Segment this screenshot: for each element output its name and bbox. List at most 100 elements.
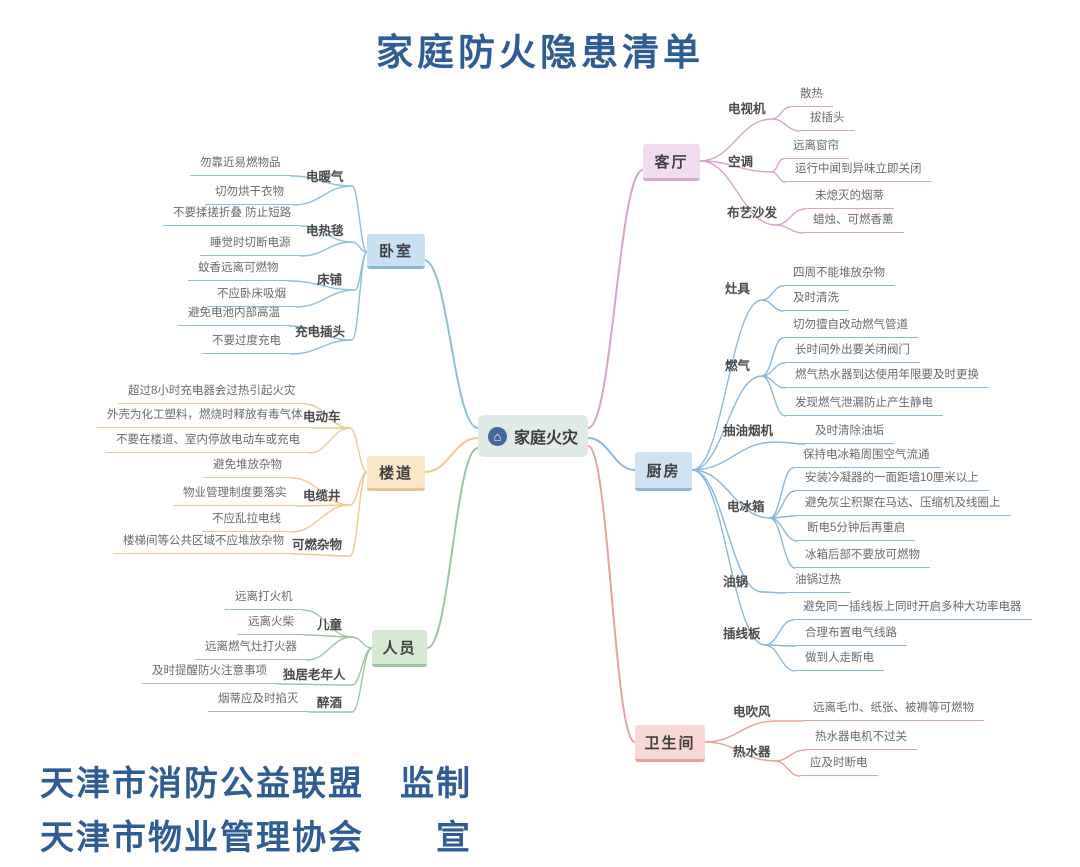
connector-line xyxy=(691,441,776,471)
tip-text: 未熄灭的烟蒂 xyxy=(805,189,894,209)
tip-text: 不要揉搓折叠 防止短路 xyxy=(163,206,302,226)
footer-line-2: 天津市物业管理协会 宣 xyxy=(40,820,472,857)
connector-line xyxy=(699,160,777,226)
connector-line xyxy=(764,644,796,672)
connector-line xyxy=(771,171,786,183)
sub-label: 燃气 xyxy=(725,359,751,373)
sub-label: 可燃杂物 xyxy=(292,538,343,552)
connector-line xyxy=(691,469,771,519)
connector-line xyxy=(290,175,353,187)
tip-text: 四周不能堆放杂物 xyxy=(783,266,895,286)
connector-line xyxy=(691,469,763,593)
tip-text: 发现燃气泄漏防止产生静电 xyxy=(785,396,943,416)
connector-line xyxy=(761,285,784,301)
connector-line xyxy=(769,467,794,519)
tip-text: 冰箱后部不要放可燃物 xyxy=(795,548,930,568)
connector-line xyxy=(288,280,356,291)
connector-line xyxy=(426,447,479,649)
tip-text: 蜡烛、可燃香薰 xyxy=(803,213,904,233)
connector-line xyxy=(587,169,644,429)
connector-line xyxy=(289,325,353,341)
branch-node-kitchen: 厨房 xyxy=(635,452,692,491)
tip-text: 热水器电机不过关 xyxy=(805,730,917,750)
connector-line xyxy=(587,445,636,743)
connector-line xyxy=(302,609,353,638)
tip-text: 勿靠近易燃物品 xyxy=(190,156,291,176)
tip-text: 远离毛巾、纸张、被褥等可燃物 xyxy=(803,701,984,721)
tip-text: 远离窗帘 xyxy=(783,139,849,159)
connector-line xyxy=(351,647,373,713)
branch-node-people: 人员 xyxy=(372,630,427,667)
connector-line xyxy=(293,185,353,206)
connector-line xyxy=(424,437,479,473)
connector-line xyxy=(309,427,351,454)
tip-text: 应及时断电 xyxy=(800,756,878,776)
connector-line xyxy=(691,375,763,471)
sub-label: 电冰箱 xyxy=(727,500,765,514)
connector-line xyxy=(423,259,479,429)
tip-text: 拔插头 xyxy=(800,111,855,131)
tip-text: 避免同一插线板上同时开启多种大功率电器 xyxy=(793,600,1032,620)
sub-label: 床铺 xyxy=(317,273,343,287)
connector-line xyxy=(699,118,773,162)
tip-text: 运行中闻到异味立即关闭 xyxy=(785,162,932,182)
tip-text: 超过8小时充电器会过热引起火灾 xyxy=(118,384,306,404)
sub-label: 灶具 xyxy=(725,282,751,296)
connector-line xyxy=(587,437,636,471)
tip-text: 物业管理制度要落实 xyxy=(173,486,297,506)
center-node: ⌂ 家庭火灾 xyxy=(478,415,588,457)
connector-line xyxy=(351,185,368,253)
sub-label: 插线板 xyxy=(723,627,761,641)
tip-text: 合理布置电气线路 xyxy=(795,626,907,646)
connector-line xyxy=(761,299,784,312)
connector-line xyxy=(775,208,806,226)
tip-text: 避免堆放杂物 xyxy=(203,458,292,478)
connector-line xyxy=(349,427,368,473)
connector-line xyxy=(761,375,786,417)
tip-text: 不应乱拉电线 xyxy=(202,512,291,532)
tip-text: 及时清除油垢 xyxy=(805,424,894,444)
tip-text: 及时清洗 xyxy=(783,291,849,311)
connector-line xyxy=(704,741,776,762)
sub-label: 热水器 xyxy=(733,745,771,759)
sub-label: 电缆井 xyxy=(303,489,341,503)
tip-text: 蚊香远离可燃物 xyxy=(188,261,289,281)
connector-line xyxy=(306,636,353,661)
connector-line xyxy=(771,158,784,173)
home-icon: ⌂ xyxy=(487,426,507,446)
connector-line xyxy=(761,591,786,594)
tip-text: 远离打火机 xyxy=(225,590,303,610)
tip-text: 远离燃气灶打火器 xyxy=(195,640,307,660)
sub-label: 电动车 xyxy=(303,410,341,424)
tip-text: 远离火柴 xyxy=(238,615,304,635)
connector-line xyxy=(699,160,773,173)
tip-text: 散热 xyxy=(790,87,833,107)
connector-line xyxy=(691,299,763,471)
tip-text: 切勿烘干衣物 xyxy=(205,185,294,205)
tip-text: 不要过度充电 xyxy=(202,334,291,354)
sub-label: 电视机 xyxy=(728,102,766,116)
tip-text: 避免灰尘积聚在马达、压缩机及线圈上 xyxy=(795,496,1011,516)
connector-line xyxy=(290,504,351,533)
tip-text: 燃气热水器到达使用年限要及时更换 xyxy=(785,368,989,388)
branch-node-living_room: 客厅 xyxy=(643,144,700,181)
connector-line xyxy=(764,619,794,646)
tip-text: 避免电池内部高温 xyxy=(178,306,290,326)
sub-label: 儿童 xyxy=(317,618,343,632)
connector-line xyxy=(351,251,368,341)
sub-label: 独居老年人 xyxy=(283,668,346,682)
branch-node-corridor: 楼道 xyxy=(367,456,425,491)
tip-text: 不要在楼道、室内停放电动车或充电 xyxy=(106,433,310,453)
connector-line xyxy=(290,339,353,355)
tip-text: 不应卧床吸烟 xyxy=(207,287,296,307)
connector-line xyxy=(769,490,796,519)
sub-label: 电热毯 xyxy=(306,224,344,238)
tip-text: 断电5分钟后再重启 xyxy=(797,521,916,541)
connector-line xyxy=(774,749,806,762)
sub-label: 醉酒 xyxy=(317,696,343,710)
tip-text: 及时提醒防火注意事项 xyxy=(142,664,277,684)
connector-line xyxy=(761,337,784,377)
connector-line xyxy=(351,636,373,649)
